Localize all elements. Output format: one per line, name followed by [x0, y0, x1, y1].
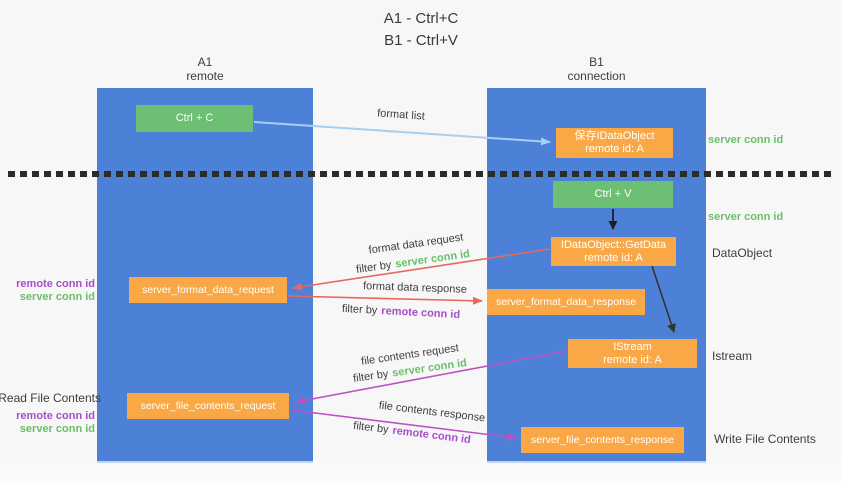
- node-istream: IStream remote id: A: [568, 339, 697, 368]
- label-format-data-response: format data response: [362, 280, 468, 296]
- istream-line1: IStream: [613, 340, 652, 353]
- column-header-a1: A1 remote: [97, 55, 313, 83]
- filter-prefix-1: filter by: [355, 259, 393, 276]
- getdata-line2: remote id: A: [584, 251, 643, 264]
- left-server-conn-id-2: server conn id: [19, 423, 95, 435]
- left-server-conn-id-1: server conn id: [19, 291, 95, 303]
- node-server-file-contents-response: server_file_contents_response: [521, 427, 684, 453]
- node-save-idataobject: 保存IDataObject remote id: A: [556, 128, 673, 158]
- left-remote-conn-id-1: remote conn id: [16, 278, 95, 290]
- file-response-label: server_file_contents_response: [530, 433, 674, 446]
- filter-prefix-3: filter by: [352, 368, 390, 385]
- left-conn-ids-file-row: remote conn id server conn id: [16, 410, 95, 436]
- right-label-write-file-contents: Write File Contents: [714, 432, 816, 446]
- left-remote-conn-id-2: remote conn id: [16, 410, 95, 422]
- file-request-label: server_file_contents_request: [140, 399, 276, 412]
- filter-prefix-2: filter by: [341, 302, 378, 317]
- title-line-1: A1 - Ctrl+C: [383, 10, 459, 27]
- format-request-label: server_format_data_request: [142, 283, 274, 296]
- title-line-2: B1 - Ctrl+V: [384, 32, 458, 49]
- label-file-contents-response: file contents response: [378, 399, 486, 425]
- left-conn-ids-format-row: remote conn id server conn id: [16, 278, 95, 304]
- diagram-title: A1 - Ctrl+C B1 - Ctrl+V: [0, 8, 842, 52]
- save-idataobject-line2: remote id: A: [585, 143, 644, 155]
- ctrl-v-label: Ctrl + V: [594, 188, 632, 200]
- column-b1-role: connection: [567, 69, 626, 83]
- getdata-line1: IDataObject::GetData: [560, 238, 667, 251]
- column-a1-role: remote: [186, 69, 224, 83]
- istream-line2: remote id: A: [603, 353, 662, 366]
- filter-key-remote-conn-1: remote conn id: [381, 304, 461, 322]
- node-server-file-contents-request: server_file_contents_request: [127, 393, 289, 419]
- node-server-format-data-response: server_format_data_response: [487, 289, 645, 315]
- node-ctrl-c: Ctrl + C: [136, 105, 253, 132]
- filter-prefix-4: filter by: [352, 419, 390, 437]
- save-idataobject-line1: 保存IDataObject: [574, 130, 655, 142]
- filter-key-remote-conn-2: remote conn id: [391, 424, 472, 447]
- node-server-format-data-request: server_format_data_request: [129, 277, 287, 303]
- right-server-conn-id-mid: server conn id: [708, 211, 784, 223]
- phase-divider-dotted-line: [8, 171, 835, 177]
- right-label-dataobject: DataObject: [712, 246, 773, 260]
- right-label-istream: Istream: [712, 349, 753, 363]
- ctrl-c-label: Ctrl + C: [175, 112, 214, 124]
- right-server-conn-id-top: server conn id: [708, 134, 784, 146]
- label-format-list: format list: [376, 107, 426, 123]
- arrow-format-data-response: [287, 295, 483, 305]
- left-label-read-file-contents: Read File Contents: [0, 391, 101, 405]
- format-response-label: server_format_data_response: [495, 295, 637, 308]
- column-header-b1: B1 connection: [487, 55, 706, 83]
- node-idataobject-getdata: IDataObject::GetData remote id: A: [551, 237, 676, 266]
- column-b1-name: B1: [589, 55, 604, 69]
- column-a1-name: A1: [197, 55, 213, 69]
- node-ctrl-v: Ctrl + V: [553, 181, 673, 208]
